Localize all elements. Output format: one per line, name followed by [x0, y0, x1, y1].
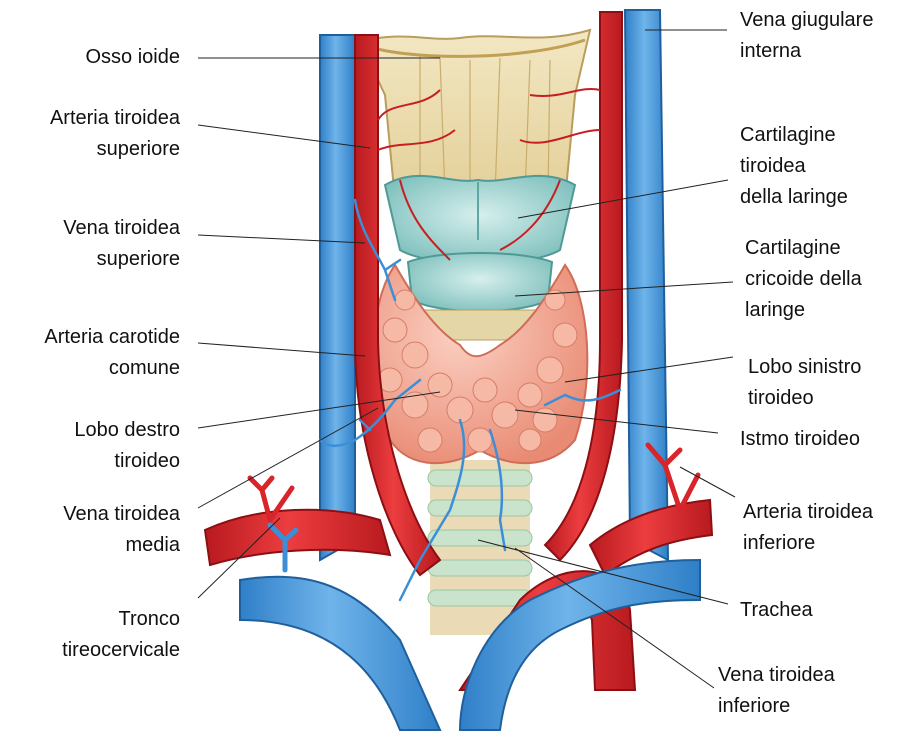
label-vena-tiroidea-inferiore: Vena tiroidea inferiore — [718, 660, 918, 722]
label-arteria-carotide-comune: Arteria carotide comune — [0, 322, 180, 384]
left-brachiocephalic-vein-shape — [240, 577, 440, 730]
label-lobo-sinistro-tiroideo: Lobo sinistro tiroideo — [748, 352, 918, 414]
label-vena-tiroidea-superiore: Vena tiroidea superiore — [10, 213, 180, 275]
label-trachea: Trachea — [740, 595, 918, 626]
thyroid-cartilage-shape — [385, 176, 575, 264]
label-tronco-tireocervicale: Tronco tireocervicale — [10, 604, 180, 666]
left-subclavian-artery-shape — [205, 510, 390, 565]
label-osso-ioide: Osso ioide — [40, 42, 180, 73]
label-cartilagine-cricoide: Cartilagine cricoide della laringe — [745, 233, 918, 326]
right-jugular-vein-shape — [625, 10, 668, 560]
label-istmo-tiroideo: Istmo tiroideo — [740, 424, 918, 455]
label-lobo-destro-tiroideo: Lobo destro tiroideo — [10, 415, 180, 477]
label-arteria-tiroidea-superiore: Arteria tiroidea superiore — [10, 103, 180, 165]
hyoid-bone-shape — [360, 30, 590, 200]
label-arteria-tiroidea-inferiore: Arteria tiroidea inferiore — [743, 497, 918, 559]
label-vena-tiroidea-media: Vena tiroidea media — [10, 499, 180, 561]
label-cartilagine-tiroidea: Cartilagine tiroidea della laringe — [740, 120, 918, 213]
left-jugular-vein-shape — [320, 35, 355, 560]
label-vena-giugulare-interna: Vena giugulare interna — [740, 5, 918, 67]
